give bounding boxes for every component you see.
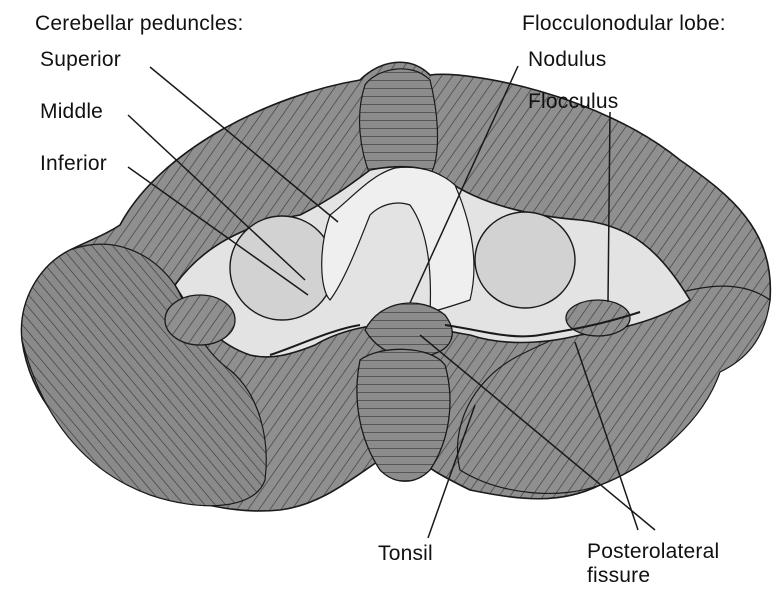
- label-posterolateral: Posterolateral: [587, 540, 719, 564]
- label-inferior: Inferior: [40, 152, 107, 176]
- label-superior: Superior: [40, 48, 121, 72]
- vermis: [360, 69, 438, 175]
- label-cerebellar-peduncles: Cerebellar peduncles:: [35, 12, 244, 36]
- label-flocculonodular-lobe: Flocculonodular lobe:: [522, 12, 726, 36]
- left-flocculus: [165, 295, 235, 345]
- label-flocculus: Flocculus: [528, 90, 619, 114]
- right-middle-peduncle: [475, 212, 575, 308]
- label-nodulus: Nodulus: [528, 48, 606, 72]
- label-tonsil: Tonsil: [378, 542, 433, 566]
- label-fissure: fissure: [587, 564, 650, 588]
- label-middle: Middle: [40, 100, 103, 124]
- left-middle-peduncle: [230, 216, 334, 320]
